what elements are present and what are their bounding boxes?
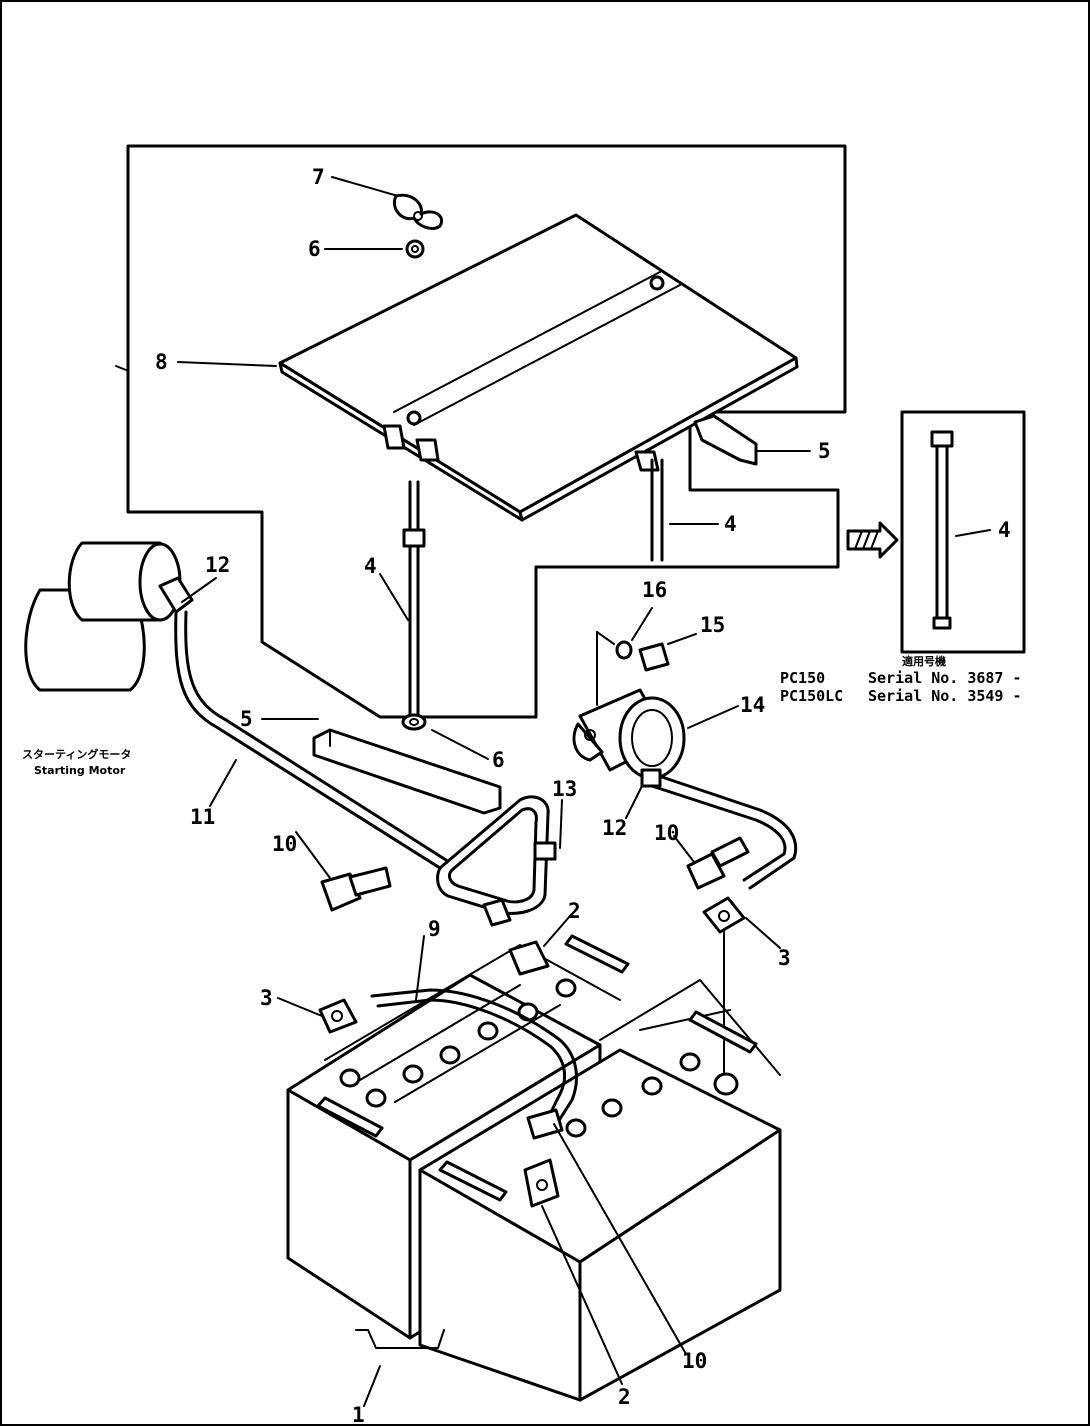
serial-row2-model: PC150LC — [780, 687, 843, 705]
motor-label-english: Starting Motor — [34, 764, 126, 777]
motor-label-japanese: スターティングモータ — [22, 747, 131, 761]
terminal-top — [508, 940, 550, 976]
callout-14: 14 — [740, 693, 765, 717]
terminal-right — [702, 896, 746, 934]
callout-13: 13 — [552, 777, 577, 801]
washer-top — [405, 239, 425, 259]
callout-5-right: 5 — [818, 439, 831, 463]
callout-11: 11 — [190, 805, 215, 829]
bracket-lower — [312, 728, 502, 815]
callout-3-left: 3 — [260, 986, 273, 1010]
item-1-brace — [355, 1329, 445, 1349]
terminal-cap-left — [320, 866, 392, 912]
callout-5-lower: 5 — [240, 707, 253, 731]
callout-3-right: 3 — [778, 946, 791, 970]
battery-right — [418, 979, 782, 1402]
callout-10-right: 10 — [654, 821, 679, 845]
terminal-center — [523, 1158, 560, 1208]
callout-15: 15 — [700, 613, 725, 637]
motor-cable — [174, 610, 442, 870]
tie-bolt-right — [650, 458, 664, 562]
starting-motor — [24, 541, 194, 692]
battery-handle-2 — [438, 1160, 508, 1202]
terminal-cap-center — [526, 1108, 564, 1140]
callout-2-bottom: 2 — [618, 1385, 631, 1409]
battery-connecting-cable — [370, 988, 578, 1124]
battery-cover — [278, 213, 799, 522]
serial-row1-serial: Serial No. 3687 - — [868, 669, 1022, 687]
leader-lines — [115, 176, 991, 1407]
callout-1: 1 — [352, 1403, 365, 1426]
cable-loop — [436, 795, 557, 927]
battery-relay — [572, 688, 686, 780]
cover-group-frame — [126, 144, 847, 719]
battery-handle-1 — [316, 1096, 384, 1138]
terminal-left — [318, 998, 358, 1034]
callout-4-inset: 4 — [998, 518, 1011, 542]
relay-cap — [640, 768, 662, 788]
callout-4-center: 4 — [364, 554, 377, 578]
callout-4-right: 4 — [724, 512, 737, 536]
washer-lower — [401, 713, 427, 731]
relay-cable — [654, 773, 798, 890]
serial-note-header: 適用号機 — [902, 654, 946, 668]
callout-6-top: 6 — [308, 237, 321, 261]
inset-bolt — [930, 430, 954, 630]
bracket-right — [693, 414, 758, 466]
callout-16: 16 — [642, 578, 667, 602]
relay-washer — [615, 640, 633, 660]
serial-row2-serial: Serial No. 3549 - — [868, 687, 1022, 705]
serial-row1-model: PC150 — [780, 669, 825, 687]
battery-handle-4 — [688, 1010, 758, 1054]
inset-frame — [900, 410, 1026, 654]
callout-9: 9 — [428, 917, 441, 941]
battery-handle-3 — [564, 934, 630, 974]
inset-arrow — [846, 521, 899, 559]
callout-10-left: 10 — [272, 832, 297, 856]
wing-nut — [393, 193, 443, 230]
callout-6-lower: 6 — [492, 748, 505, 772]
tie-bolt-center — [402, 480, 426, 718]
callout-12-motor: 12 — [205, 553, 230, 577]
terminal-cap-right — [686, 836, 750, 890]
callout-8: 8 — [155, 350, 168, 374]
battery-caps — [339, 978, 739, 1138]
callout-7: 7 — [312, 165, 325, 189]
callout-10-bottom: 10 — [682, 1349, 707, 1373]
callout-2-top: 2 — [568, 899, 581, 923]
relay-bolt — [638, 642, 670, 672]
callout-12-relay: 12 — [602, 816, 627, 840]
